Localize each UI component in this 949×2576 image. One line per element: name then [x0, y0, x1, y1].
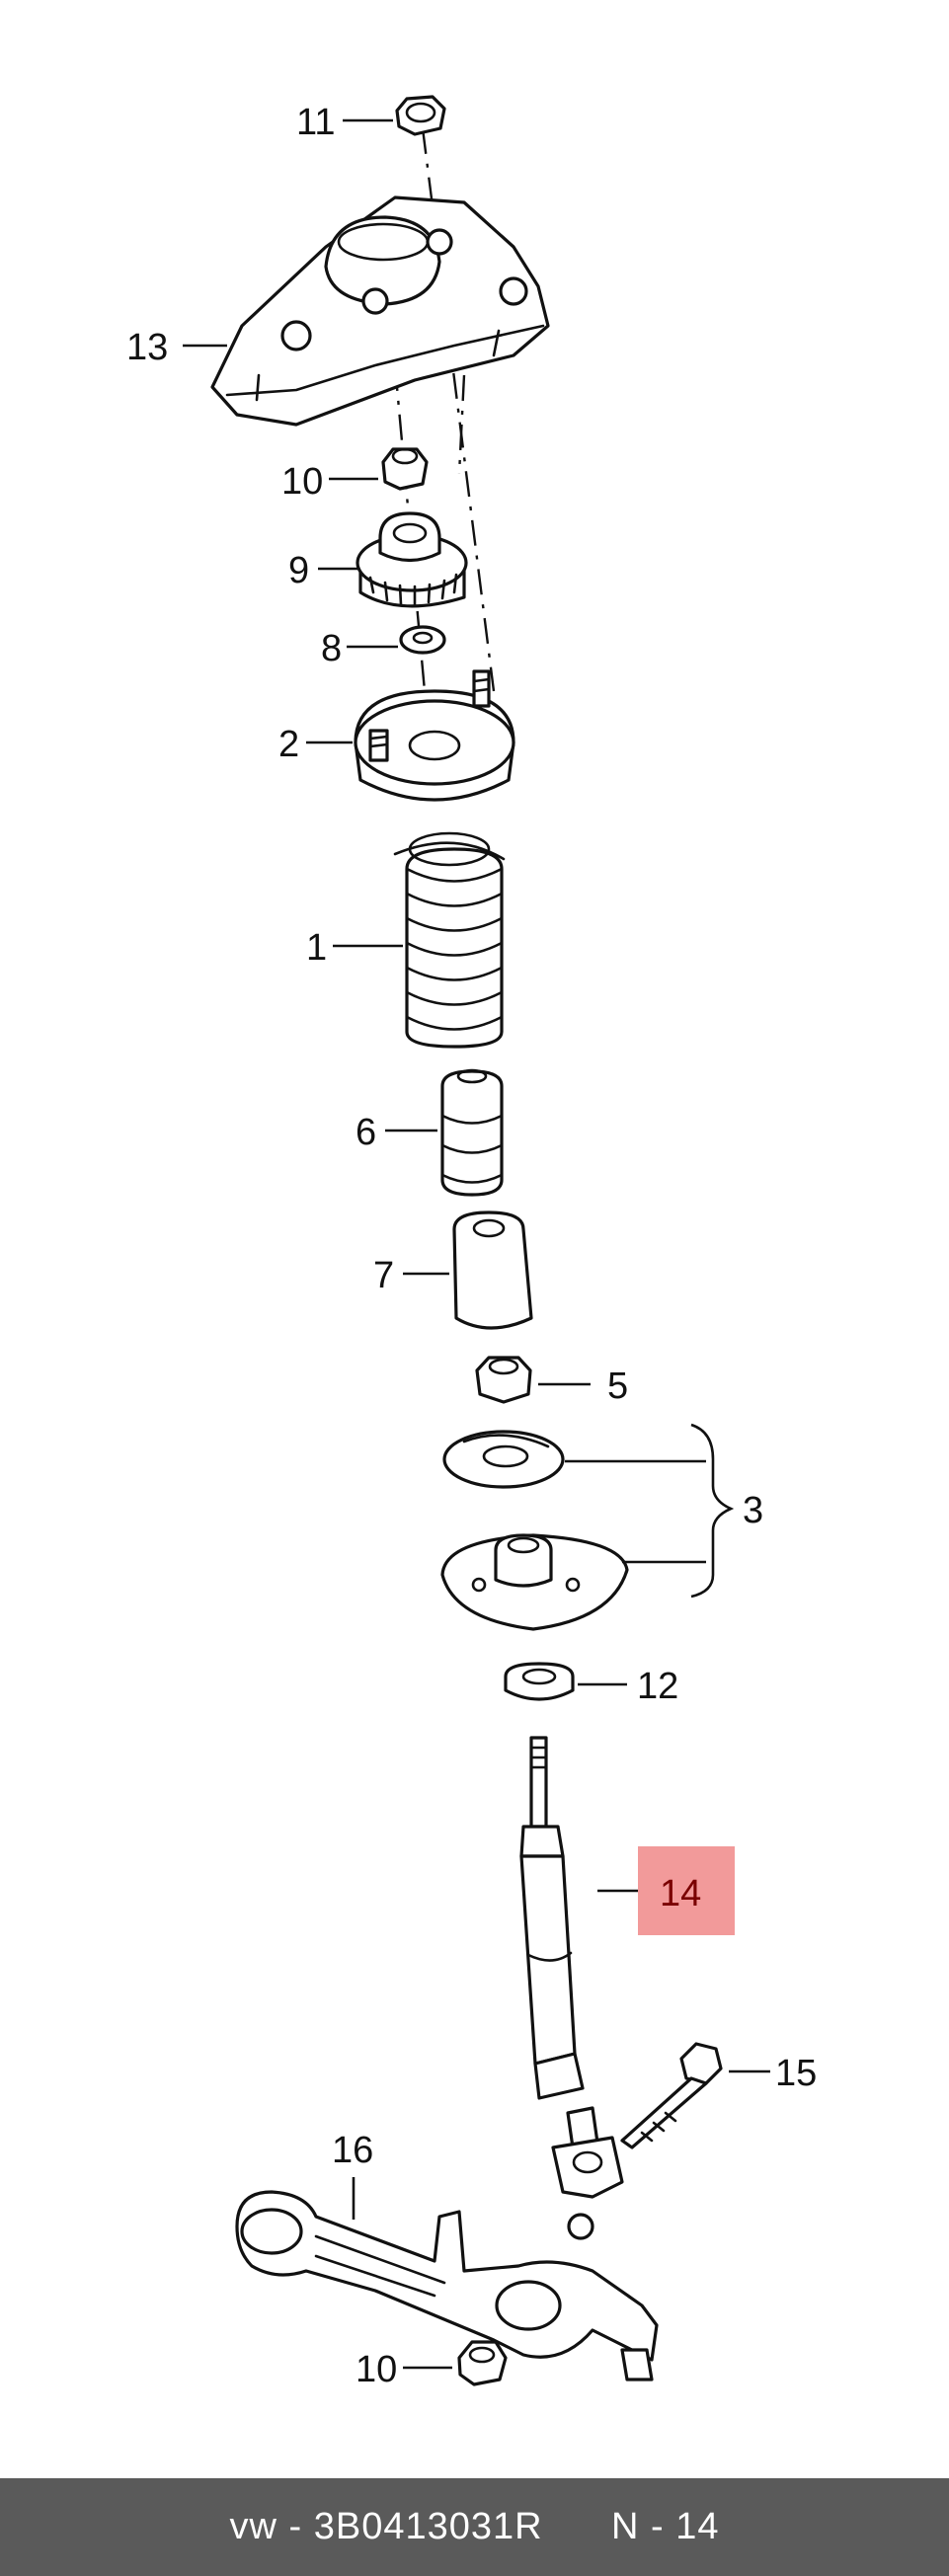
part-bump-stop: [440, 1068, 504, 1197]
callout-3[interactable]: 3: [743, 1490, 763, 1531]
callout-11[interactable]: 11: [296, 102, 335, 143]
callout-16[interactable]: 16: [332, 2130, 373, 2171]
footer-part-number: 3B0413031R: [313, 2506, 543, 2547]
part-spring-plate-upper: [442, 1430, 565, 1489]
part-bearing: [356, 511, 468, 608]
callout-5[interactable]: 5: [607, 1366, 628, 1407]
part-slotted-nut: [475, 1356, 532, 1404]
assembly-axis: [421, 127, 496, 692]
footer-brand: vw: [229, 2506, 277, 2547]
callout-2[interactable]: 2: [278, 724, 299, 765]
callout-6[interactable]: 6: [356, 1112, 376, 1153]
part-strut-mount: [210, 195, 550, 427]
footer-page: N - 14: [610, 2506, 720, 2547]
footer-gap: [543, 2506, 611, 2548]
part-bolt: [620, 2042, 723, 2149]
callout-9[interactable]: 9: [288, 550, 309, 591]
callout-10-lower[interactable]: 10: [356, 2349, 397, 2390]
callout-13[interactable]: 13: [126, 327, 168, 368]
part-washer: [399, 625, 446, 655]
part-nut-top: [395, 95, 446, 136]
part-bushing: [504, 1662, 575, 1701]
part-coil-spring: [393, 831, 506, 1049]
part-spring-plate-lower: [440, 1533, 629, 1631]
assembly-axis-lower: [457, 374, 466, 475]
bracket-3: [690, 1423, 735, 1599]
leader-lines: [183, 118, 770, 2370]
part-nut-lower: [457, 2340, 508, 2386]
callout-8[interactable]: 8: [321, 628, 342, 669]
part-protective-sleeve: [452, 1210, 533, 1330]
callout-15[interactable]: 15: [775, 2053, 817, 2094]
callout-10-upper[interactable]: 10: [281, 461, 323, 503]
callout-1[interactable]: 1: [306, 927, 327, 969]
callout-14[interactable]: 14: [660, 1873, 701, 1914]
footer-bar: vw - 3B0413031R N - 14: [0, 2478, 949, 2576]
part-nut-upper: [381, 447, 429, 491]
part-shock-absorber: [519, 1736, 624, 2240]
callout-12[interactable]: 12: [637, 1666, 678, 1707]
part-spring-seat-upper: [354, 669, 515, 802]
part-control-arm: [235, 2190, 659, 2381]
footer-separator: -: [277, 2506, 314, 2547]
exploded-suspension-diagram: 11 13 10 9 8 2 1 6 7 5 3 12 14 15 16 10: [126, 95, 817, 2390]
callout-7[interactable]: 7: [373, 1255, 394, 1296]
highlight-box-14: [638, 1846, 735, 1935]
